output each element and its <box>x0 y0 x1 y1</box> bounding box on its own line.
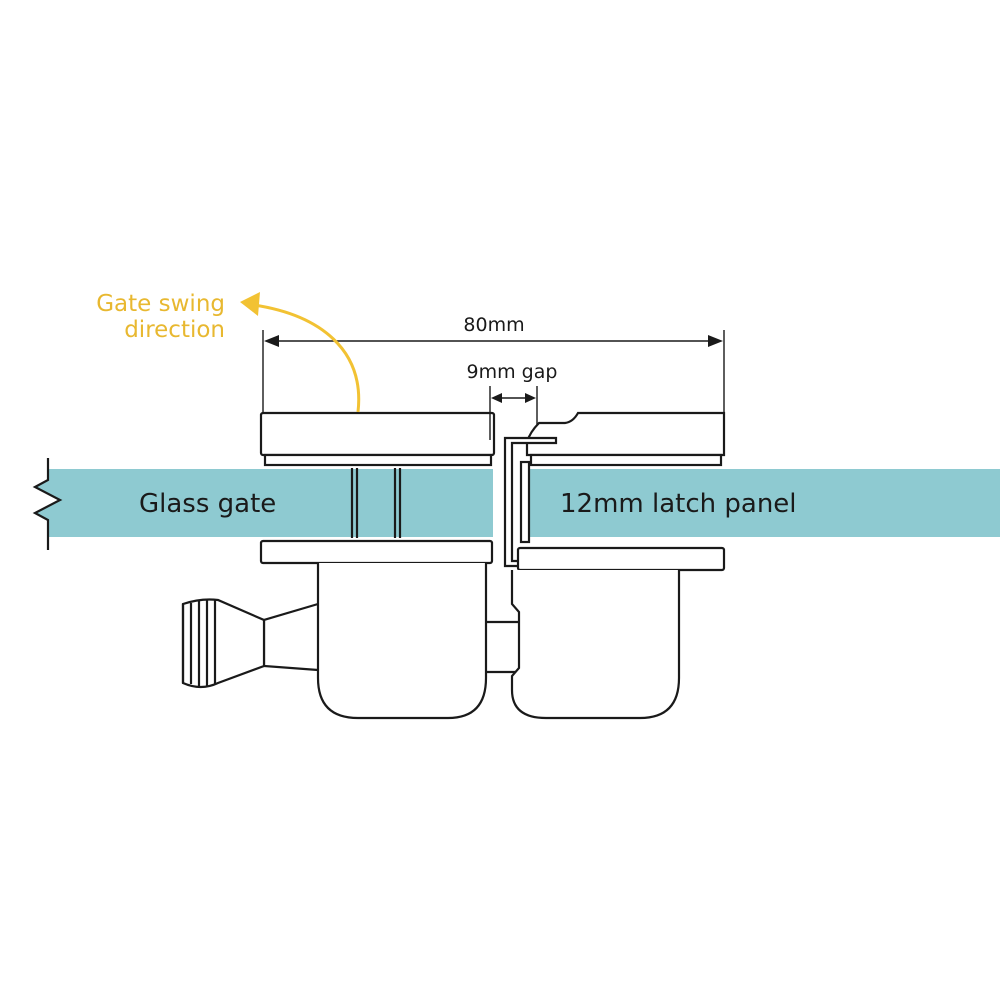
width-dimension-label: 80mm <box>463 314 524 336</box>
gap-dimension <box>489 386 538 440</box>
gap-dimension-label: 9mm gap <box>467 361 558 383</box>
glass-gate-label: Glass gate <box>139 489 276 519</box>
width-dimension <box>262 330 725 413</box>
swing-direction-label-line1: Gate swing <box>96 291 225 317</box>
glass-gate-panel <box>32 458 493 550</box>
latch-panel-label: 12mm latch panel <box>560 489 797 519</box>
swing-direction-label-line2: direction <box>124 317 225 343</box>
latch-clamp <box>503 411 726 720</box>
latch-panel-glass <box>527 469 1000 537</box>
gate-clamp <box>181 411 552 720</box>
gate-swing-arrow <box>240 292 361 413</box>
